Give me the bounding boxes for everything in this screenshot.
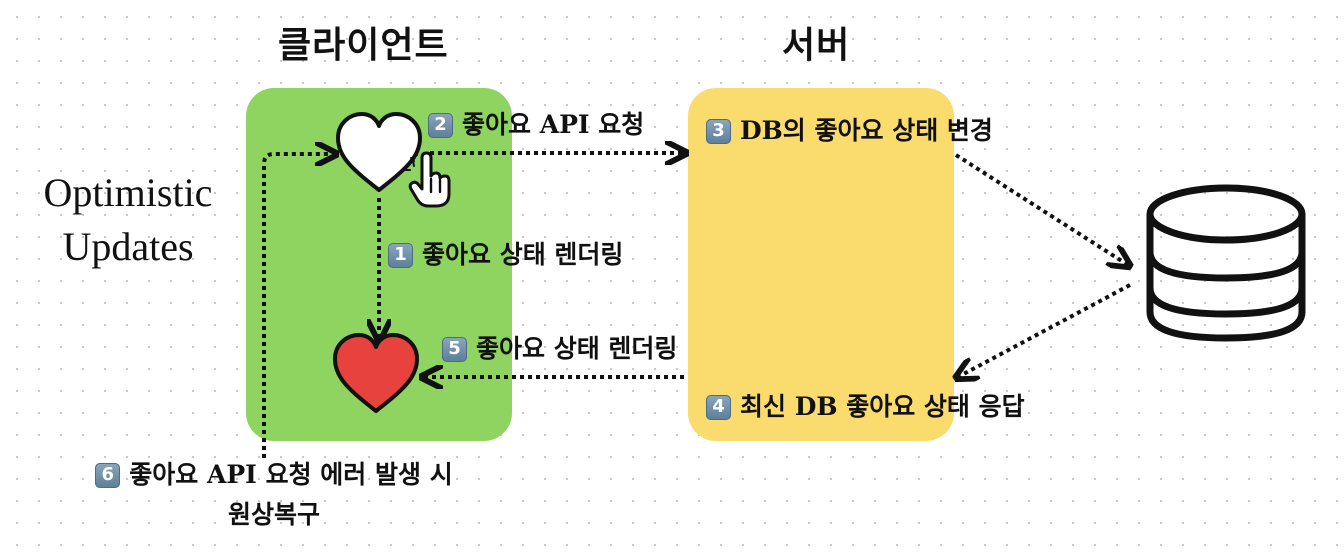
pointer-hand-icon bbox=[405, 151, 451, 208]
step-5-text: 좋아요 상태 렌더링 bbox=[476, 334, 678, 363]
step-4-text: 최신 DB 좋아요 상태 응답 bbox=[740, 392, 1025, 421]
step-6-label: 6 좋아요 API 요청 에러 발생 시 원상복구 bbox=[44, 455, 504, 535]
step-2-text: 좋아요 API 요청 bbox=[462, 110, 645, 139]
heart-filled-icon bbox=[333, 333, 419, 413]
step-5-badge: 5 bbox=[442, 336, 467, 362]
server-header: 서버 bbox=[782, 25, 851, 66]
heart-outline-icon bbox=[336, 112, 422, 192]
step-3-text: DB의 좋아요 상태 변경 bbox=[740, 116, 993, 145]
arrow-step-3 bbox=[954, 153, 1128, 265]
arrow-step-4 bbox=[958, 283, 1131, 377]
step-1-label: 1 좋아요 상태 렌더링 bbox=[388, 240, 623, 270]
title-line-2: Updates bbox=[62, 224, 194, 269]
arrow-step-6 bbox=[262, 154, 334, 458]
step-6-badge: 6 bbox=[95, 462, 121, 488]
step-6-text: 좋아요 API 요청 에러 발생 시 bbox=[129, 460, 453, 489]
step-1-badge: 1 bbox=[388, 242, 413, 268]
step-3-label: 3 DB의 좋아요 상태 변경 bbox=[706, 116, 993, 146]
title-line-1: Optimistic bbox=[43, 170, 213, 215]
client-header: 클라이언트 bbox=[278, 25, 449, 66]
optimistic-updates-title: Optimistic Updates bbox=[28, 166, 228, 274]
step-2-badge: 2 bbox=[428, 112, 453, 138]
database-icon bbox=[1146, 184, 1306, 342]
server-box bbox=[688, 88, 954, 441]
step-1-text: 좋아요 상태 렌더링 bbox=[422, 240, 624, 269]
step-6-text-line-2: 원상복구 bbox=[227, 500, 320, 529]
step-3-badge: 3 bbox=[706, 118, 731, 144]
step-4-label: 4 최신 DB 좋아요 상태 응답 bbox=[706, 392, 1025, 422]
step-4-badge: 4 bbox=[706, 394, 731, 420]
step-5-label: 5 좋아요 상태 렌더링 bbox=[442, 334, 677, 364]
step-2-label: 2 좋아요 API 요청 bbox=[428, 110, 644, 140]
